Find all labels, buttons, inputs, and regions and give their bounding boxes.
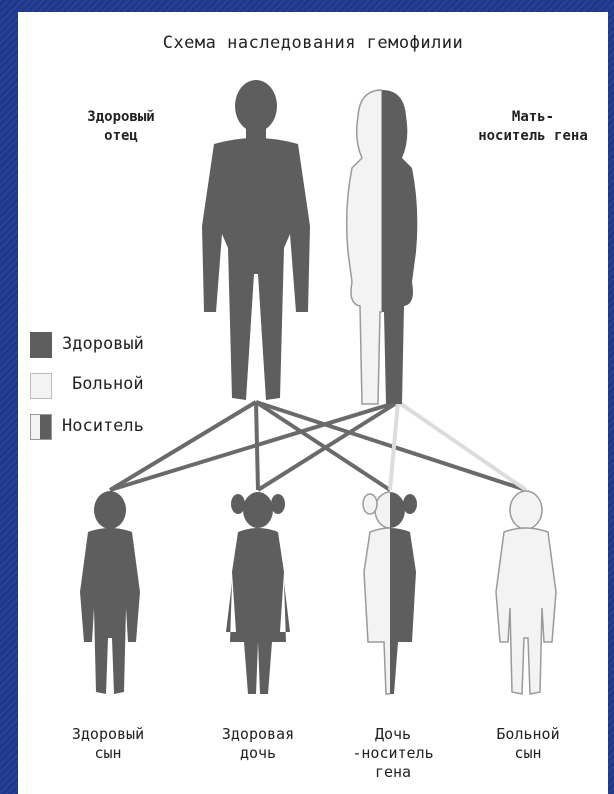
child-sick-son-figure (496, 491, 556, 694)
father-figure (202, 80, 310, 400)
legend-sick-swatch (30, 373, 52, 399)
child-healthy-daughter-figure (226, 492, 290, 694)
inheritance-figure (18, 12, 608, 794)
child-healthy-son-figure (80, 491, 140, 694)
child-label-carrier-daughter: Дочь -носитель гена (323, 725, 463, 782)
legend-healthy-swatch (30, 332, 52, 358)
child-label-healthy-daughter: Здоровая дочь (188, 725, 328, 763)
child-label-sick-son: Больной сын (458, 725, 598, 763)
legend-sick-label: Больной (72, 374, 144, 394)
child-carrier-daughter-figure (363, 492, 417, 694)
line-mother-son2 (398, 402, 526, 490)
line-mother-son1 (110, 402, 398, 490)
legend-healthy-label: Здоровый (62, 334, 144, 354)
legend-carrier-swatch (30, 414, 52, 440)
child-label-healthy-son: Здоровый сын (38, 725, 178, 763)
legend-carrier-label: Носитель (62, 416, 144, 436)
diagram-panel: Схема наследования гемофилии Здоровый от… (18, 12, 608, 794)
mother-figure (347, 90, 418, 404)
inheritance-lines (110, 402, 526, 490)
